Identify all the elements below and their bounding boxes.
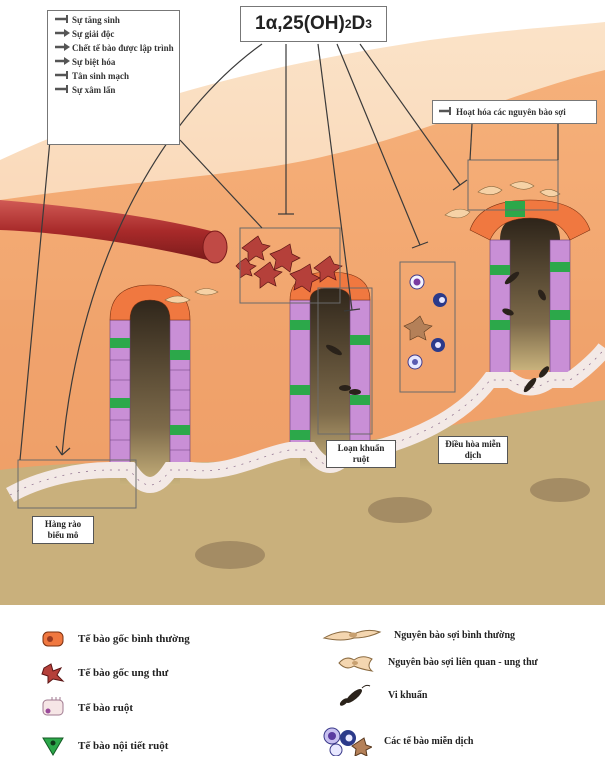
left-crypt (110, 285, 190, 485)
normal-stem-cell-icon (40, 628, 66, 650)
effect-label: Sự xâm lấn (72, 85, 115, 95)
arrow-right-icon (54, 29, 72, 39)
inhibit-icon (54, 15, 72, 25)
legend-bacteria: Vi khuẩn (336, 680, 427, 710)
legend-enteroendocrine-cell: Tế bào nội tiết ruột (40, 735, 168, 757)
inhibit-icon (438, 107, 452, 117)
effect-item: Sự giải độc (54, 29, 175, 39)
effect-item: Chết tế bào được lập trình (54, 43, 175, 53)
effect-item: Sự xâm lấn (54, 85, 175, 95)
legend-cancer-stem-cell: Tế bào gốc ung thư (40, 662, 168, 684)
immune-cells-icon (322, 726, 372, 756)
inhibit-icon (54, 85, 72, 95)
cancer-associated-fibroblast-icon (336, 651, 376, 673)
immune-regulation-label: Điều hòa miễn dịch (438, 436, 508, 464)
legend-normal-fibroblast: Nguyên bào sợi bình thường (322, 624, 515, 646)
epithelial-barrier-label: Hàng rào biểu mô (32, 516, 94, 544)
legend-normal-stem-cell: Tế bào gốc bình thường (40, 628, 190, 650)
effect-label: Chết tế bào được lập trình (72, 43, 174, 53)
effect-label: Sự tăng sinh (72, 15, 120, 25)
effect-label: Sự giải độc (72, 29, 114, 39)
effect-item: Tân sinh mạch (54, 71, 175, 81)
fibroblast-activation-label: Hoạt hóa các nguyên bào sợi (432, 100, 597, 124)
dysbiosis-label: Loạn khuẩn ruột (326, 440, 396, 468)
effect-item: Sự biệt hóa (54, 57, 175, 67)
inhibit-icon (54, 71, 72, 81)
legend-enterocyte: Tế bào ruột (40, 697, 133, 719)
effect-label: Sự biệt hóa (72, 57, 115, 67)
arrow-right-icon (54, 43, 72, 53)
enterocyte-icon (40, 697, 66, 719)
legend-cancer-associated-fibroblast: Nguyên bào sợi liên quan - ung thư (336, 651, 538, 673)
enteroendocrine-cell-icon (40, 735, 66, 757)
effect-item: Sự tăng sinh (54, 15, 175, 25)
normal-fibroblast-icon (322, 624, 382, 646)
effect-label: Tân sinh mạch (72, 71, 129, 81)
arrow-right-icon (54, 57, 72, 67)
cancer-stem-cell-icon (40, 662, 66, 684)
legend-immune-cells: Các tế bào miễn dịch (322, 726, 473, 756)
bacteria-icon (336, 680, 376, 710)
